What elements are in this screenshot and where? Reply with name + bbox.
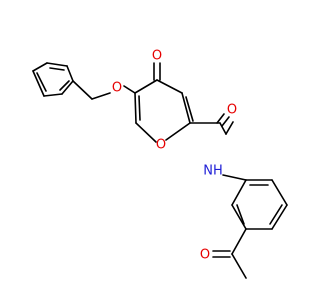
bond bbox=[231, 179, 247, 206]
bond bbox=[231, 253, 247, 279]
bond bbox=[165, 122, 191, 141]
bond-double-inner bbox=[269, 204, 283, 225]
bond bbox=[66, 65, 74, 82]
bond bbox=[123, 85, 136, 94]
bond bbox=[46, 62, 68, 67]
bond bbox=[219, 122, 227, 135]
bond-double-inner bbox=[59, 80, 70, 91]
amide-oxygen-label: O bbox=[227, 103, 237, 118]
bond bbox=[134, 79, 158, 94]
amide-nitrogen-label: NH bbox=[203, 164, 223, 179]
bond bbox=[43, 93, 63, 97]
bond-double bbox=[216, 113, 225, 124]
bond-double-inner bbox=[138, 95, 141, 121]
bond bbox=[231, 228, 247, 255]
ring-oxygen-label: O bbox=[156, 138, 166, 153]
ketone-oxygen-label: O bbox=[152, 49, 162, 64]
atom-labels: O O O O NH O bbox=[112, 49, 237, 263]
bonds bbox=[32, 62, 288, 279]
bond bbox=[61, 80, 74, 95]
bond-double-inner bbox=[36, 72, 47, 92]
bond bbox=[271, 179, 288, 206]
bond bbox=[271, 204, 288, 230]
bond bbox=[231, 204, 247, 230]
bond-double bbox=[221, 116, 230, 127]
structure-diagram: O O O O NH O bbox=[32, 49, 288, 279]
bond-double-inner bbox=[49, 67, 65, 71]
bond bbox=[135, 122, 157, 143]
bond bbox=[156, 79, 183, 94]
bond bbox=[32, 62, 48, 72]
bond-double-inner bbox=[236, 204, 245, 225]
bond bbox=[134, 92, 137, 124]
bond bbox=[32, 70, 45, 97]
bond bbox=[222, 174, 247, 181]
bond bbox=[72, 80, 93, 100]
ether-oxygen-label: O bbox=[112, 81, 122, 96]
bond-double-inner bbox=[185, 96, 194, 122]
acetyl-oxygen-label: O bbox=[200, 248, 210, 263]
bond bbox=[91, 92, 111, 100]
bond bbox=[225, 121, 234, 135]
bond bbox=[181, 92, 191, 124]
